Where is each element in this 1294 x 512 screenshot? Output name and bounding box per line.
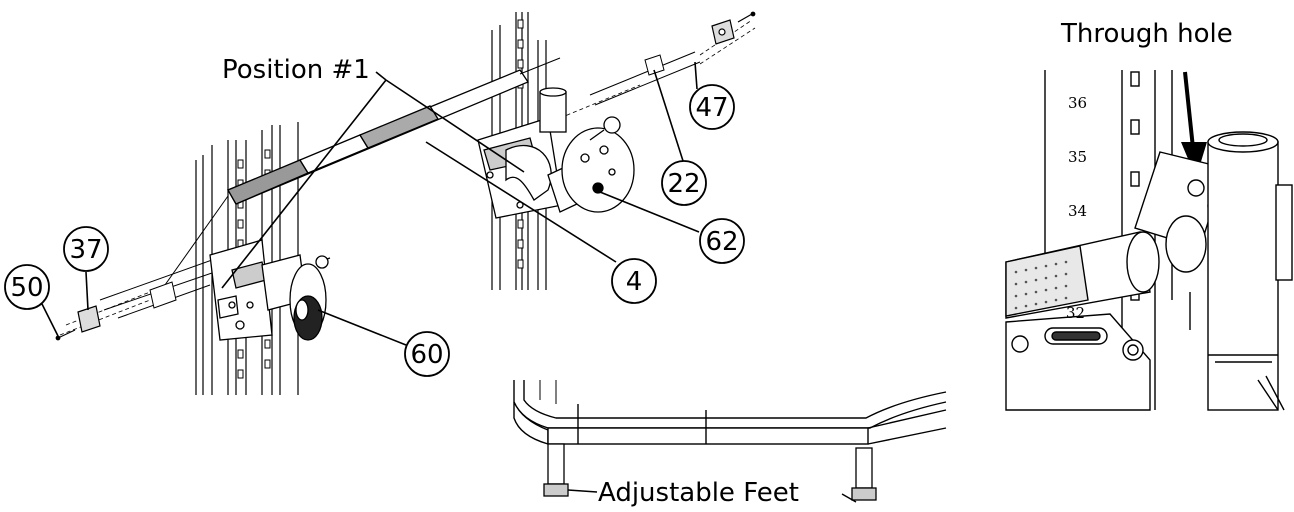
callout-4: 4 (626, 267, 643, 297)
rack-number-36: 36 (1068, 94, 1087, 112)
rack-number-34: 34 (1068, 202, 1087, 220)
right-carriage (477, 87, 635, 219)
callout-60: 60 (410, 340, 443, 370)
callout-62-circle (699, 218, 745, 264)
callout-37: 37 (69, 235, 102, 265)
callout-47-circle (689, 84, 735, 130)
callout-47: 47 (695, 93, 728, 123)
knurl-pattern (1014, 260, 1068, 310)
callout-50: 50 (10, 273, 43, 303)
callout-22: 22 (667, 169, 700, 199)
callout-4-circle (611, 258, 657, 304)
adjustable-foot-left (543, 443, 569, 497)
rack-number-35: 35 (1068, 148, 1087, 166)
rack-number-32: 32 (1066, 304, 1085, 322)
adjustable-feet-label: Adjustable Feet (598, 478, 799, 508)
callout-50-circle (4, 264, 50, 310)
left-carriage (209, 239, 331, 341)
callout-60-circle (404, 331, 450, 377)
washer-part (55, 305, 101, 341)
callout-37-circle (63, 226, 109, 272)
leader-lines (41, 61, 1195, 346)
through-hole-label: Through hole (1060, 19, 1233, 49)
callout-circles (4, 84, 745, 377)
bar (159, 57, 561, 293)
callout-22-circle (661, 160, 707, 206)
position-label: Position #1 (222, 55, 370, 85)
feet-leaders (567, 489, 857, 503)
adjustable-foot-right (851, 447, 877, 501)
inset-frame (1005, 70, 1293, 411)
base-frame (513, 380, 947, 445)
washer-part-rear (711, 11, 756, 45)
callout-62: 62 (705, 227, 738, 257)
